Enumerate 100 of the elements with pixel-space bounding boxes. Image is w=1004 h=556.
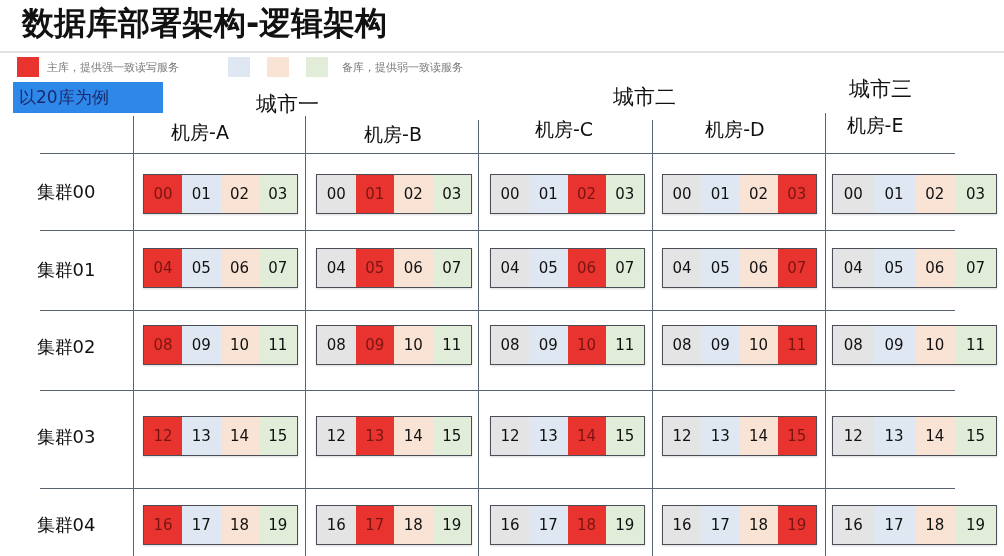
- shard-group-box: [316, 505, 472, 545]
- standby-shard-cell: 15: [955, 417, 996, 455]
- shard-group-box: [662, 505, 817, 545]
- primary-shard-cell: 17: [355, 506, 394, 544]
- standby-shard-cell: 04: [833, 249, 874, 287]
- standby-shard-cell: 12: [663, 417, 702, 455]
- shard-group-box: [832, 505, 997, 545]
- standby-shard-cell: 13: [873, 417, 915, 455]
- city-heading: 城市三: [848, 76, 912, 102]
- note-banner: 以20库为例: [13, 82, 163, 113]
- standby-shard-cell: 01: [873, 175, 915, 213]
- standby-shard-cell: 09: [873, 326, 915, 364]
- standby-shard-cell: 03: [432, 175, 471, 213]
- standby-shard-cell: 17: [529, 506, 568, 544]
- primary-shard-cell: 14: [567, 417, 606, 455]
- shard-group-box: [832, 174, 997, 214]
- standby-shard-cell: 08: [317, 326, 356, 364]
- standby-shard-cell: 07: [605, 249, 644, 287]
- standby-shard-cell: 10: [914, 326, 956, 364]
- standby-shard-cell: 06: [914, 249, 956, 287]
- cluster-heading: 集群03: [36, 426, 96, 448]
- standby-shard-cell: 16: [833, 506, 874, 544]
- standby-shard-cell: 04: [491, 249, 530, 287]
- room-heading: 机房-A: [171, 122, 229, 144]
- standby-shard-cell: 02: [220, 175, 259, 213]
- standby-shard-cell: 14: [394, 417, 433, 455]
- standby-shard-cell: 09: [701, 326, 740, 364]
- standby-shard-cell: 08: [663, 326, 702, 364]
- standby-shard-cell: 02: [394, 175, 433, 213]
- standby-shard-cell: 18: [220, 506, 259, 544]
- standby-shard-cell: 05: [701, 249, 740, 287]
- standby-shard-cell: 17: [701, 506, 740, 544]
- primary-shard-cell: 10: [567, 326, 606, 364]
- city-heading: 城市一: [255, 91, 319, 117]
- primary-shard-cell: 02: [567, 175, 606, 213]
- room-heading: 机房-B: [364, 124, 422, 146]
- standby-shard-cell: 18: [914, 506, 956, 544]
- primary-shard-cell: 08: [144, 326, 183, 364]
- standby-shard-cell: 19: [605, 506, 644, 544]
- standby-shard-cell: 14: [220, 417, 259, 455]
- standby-shard-cell: 01: [182, 175, 221, 213]
- shard-group-box: [143, 416, 298, 456]
- standby-shard-cell: 04: [317, 249, 356, 287]
- standby-shard-cell: 04: [663, 249, 702, 287]
- primary-shard-cell: 19: [777, 506, 816, 544]
- standby-shard-cell: 12: [317, 417, 356, 455]
- standby-shard-cell: 19: [258, 506, 297, 544]
- standby-shard-cell: 09: [182, 326, 221, 364]
- shard-group-box: [316, 174, 472, 214]
- cluster-heading: 集群04: [36, 514, 96, 536]
- standby-shard-cell: 07: [955, 249, 996, 287]
- primary-shard-cell: 12: [144, 417, 183, 455]
- standby-shard-cell: 05: [182, 249, 221, 287]
- shard-group-box: [316, 416, 472, 456]
- primary-shard-cell: 18: [567, 506, 606, 544]
- standby-shard-cell: 07: [258, 249, 297, 287]
- shard-group-box: [832, 416, 997, 456]
- primary-shard-cell: 04: [144, 249, 183, 287]
- standby-shard-cell: 15: [258, 417, 297, 455]
- standby-shard-cell: 06: [739, 249, 778, 287]
- primary-shard-cell: 15: [777, 417, 816, 455]
- cluster-heading: 集群00: [36, 181, 96, 203]
- shard-group-box: [662, 174, 817, 214]
- primary-shard-cell: 01: [355, 175, 394, 213]
- primary-shard-cell: 06: [567, 249, 606, 287]
- primary-shard-cell: 11: [777, 326, 816, 364]
- standby-shard-cell: 10: [220, 326, 259, 364]
- standby-shard-cell: 19: [955, 506, 996, 544]
- standby-shard-cell: 12: [491, 417, 530, 455]
- standby-shard-cell: 03: [955, 175, 996, 213]
- standby-shard-cell: 03: [605, 175, 644, 213]
- standby-shard-cell: 08: [833, 326, 874, 364]
- primary-shard-cell: 03: [777, 175, 816, 213]
- standby-shard-cell: 00: [491, 175, 530, 213]
- standby-shard-cell: 16: [491, 506, 530, 544]
- cluster-heading: 集群01: [36, 259, 96, 281]
- standby-shard-cell: 02: [739, 175, 778, 213]
- shard-group-box: [490, 174, 645, 214]
- standby-shard-cell: 13: [182, 417, 221, 455]
- shard-group-box: [143, 248, 298, 288]
- standby-shard-cell: 06: [394, 249, 433, 287]
- standby-shard-cell: 10: [739, 326, 778, 364]
- standby-shard-cell: 05: [529, 249, 568, 287]
- standby-shard-cell: 02: [914, 175, 956, 213]
- shard-group-box: [316, 248, 472, 288]
- shard-group-box: [662, 248, 817, 288]
- standby-shard-cell: 08: [491, 326, 530, 364]
- primary-shard-cell: 13: [355, 417, 394, 455]
- shard-group-box: [490, 505, 645, 545]
- shard-group-box: [490, 416, 645, 456]
- primary-shard-cell: 09: [355, 326, 394, 364]
- legend-label: 备库，提供弱一致读服务: [342, 61, 463, 75]
- standby-shard-cell: 07: [432, 249, 471, 287]
- standby-shard-cell: 03: [258, 175, 297, 213]
- primary-shard-cell: 00: [144, 175, 183, 213]
- shard-group-box: [316, 325, 472, 365]
- primary-shard-cell: 05: [355, 249, 394, 287]
- shard-group-box: [143, 174, 298, 214]
- standby-shard-cell: 15: [432, 417, 471, 455]
- shard-group-box: [143, 505, 298, 545]
